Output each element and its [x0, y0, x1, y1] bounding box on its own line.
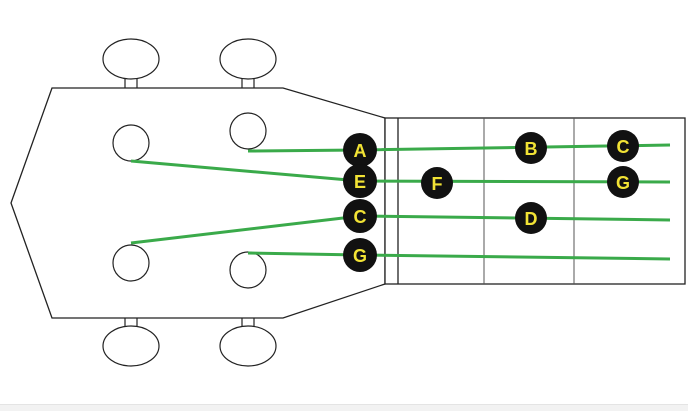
tuning-peg-top-left	[102, 38, 160, 91]
open-note-a-label: A	[354, 141, 367, 161]
headstock-outline	[10, 87, 386, 319]
note-dot-c-string-fret-2: D	[515, 202, 547, 234]
note-label-d: D	[525, 209, 538, 229]
tuning-hole-bottom-right	[229, 251, 267, 289]
tuning-peg-bottom-left	[102, 316, 160, 367]
open-note-dots: A E C G	[343, 133, 377, 272]
open-note-e: E	[343, 164, 377, 198]
tuning-hole-top-right	[229, 112, 267, 150]
tuning-peg-bottom-right	[219, 316, 277, 367]
note-label-c-high: C	[617, 137, 630, 157]
note-dot-e-string-fret-3: G	[607, 166, 639, 198]
tuning-peg-top-right	[219, 38, 277, 91]
note-label-b: B	[525, 139, 538, 159]
open-note-c: C	[343, 199, 377, 233]
note-label-g-high: G	[616, 173, 630, 193]
open-note-e-label: E	[354, 172, 366, 192]
fretted-note-dots: B C F G D	[421, 130, 639, 234]
open-note-a: A	[343, 133, 377, 167]
tuning-hole-top-left	[112, 124, 150, 162]
tuning-pegs	[102, 38, 277, 367]
note-dot-e-string-fret-1: F	[421, 167, 453, 199]
tuning-holes	[112, 112, 267, 289]
note-dot-a-string-fret-3: C	[607, 130, 639, 162]
open-note-g: G	[343, 238, 377, 272]
note-label-f: F	[432, 174, 443, 194]
open-note-c-label: C	[354, 207, 367, 227]
tuning-hole-bottom-left	[112, 244, 150, 282]
open-note-g-label: G	[353, 246, 367, 266]
note-dot-a-string-fret-2: B	[515, 132, 547, 164]
bottom-scroll-strip	[0, 404, 688, 411]
